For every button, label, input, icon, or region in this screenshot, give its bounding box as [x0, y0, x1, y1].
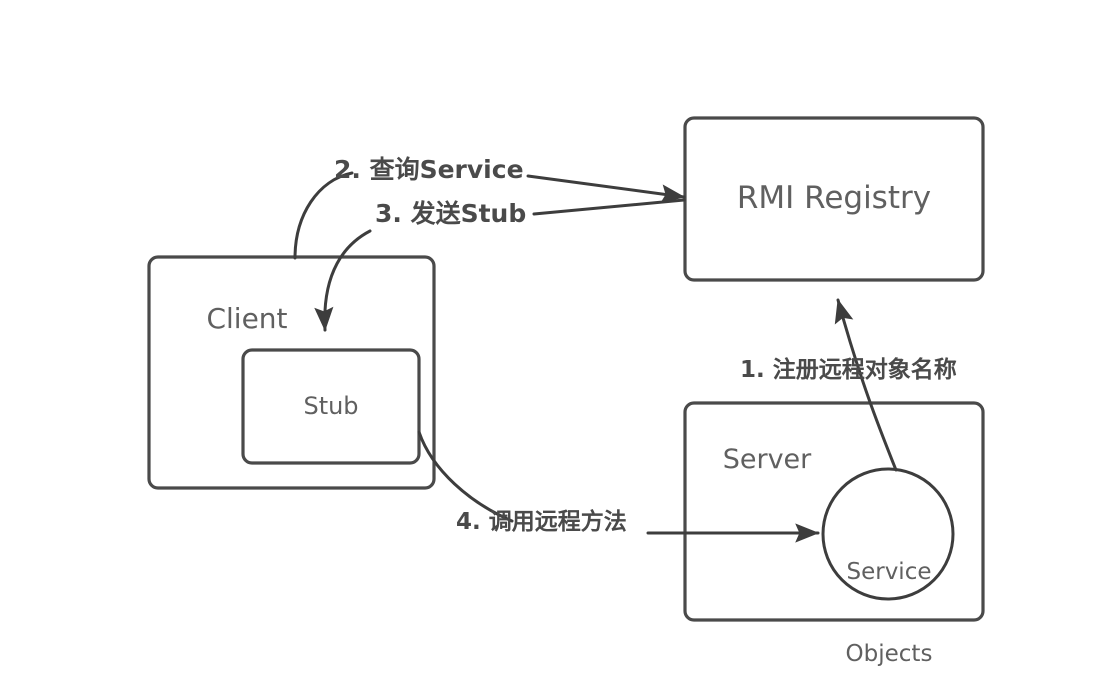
service-objects-circle[interactable]: [821, 467, 955, 601]
edge-2-label: 2. 查询Service: [334, 155, 524, 184]
edge-3-send-stub-arrow: [314, 229, 372, 332]
edge-3-label: 3. 发送Stub: [375, 199, 527, 228]
stub-box[interactable]: [241, 348, 421, 465]
edge-1-register-name-arrow: [834, 298, 898, 472]
rmi-registry-box[interactable]: [683, 116, 985, 282]
edge-2-query-service-arrow: [526, 174, 686, 204]
edge-3-send-stub-line: [532, 198, 686, 216]
edge-4-label: 4. 调用远程方法: [456, 509, 627, 535]
edge-2-query-service-line: [293, 171, 354, 260]
edge-1-label: 1. 注册远程对象名称: [740, 357, 957, 383]
edge-4-invoke-method-line: [417, 430, 514, 523]
